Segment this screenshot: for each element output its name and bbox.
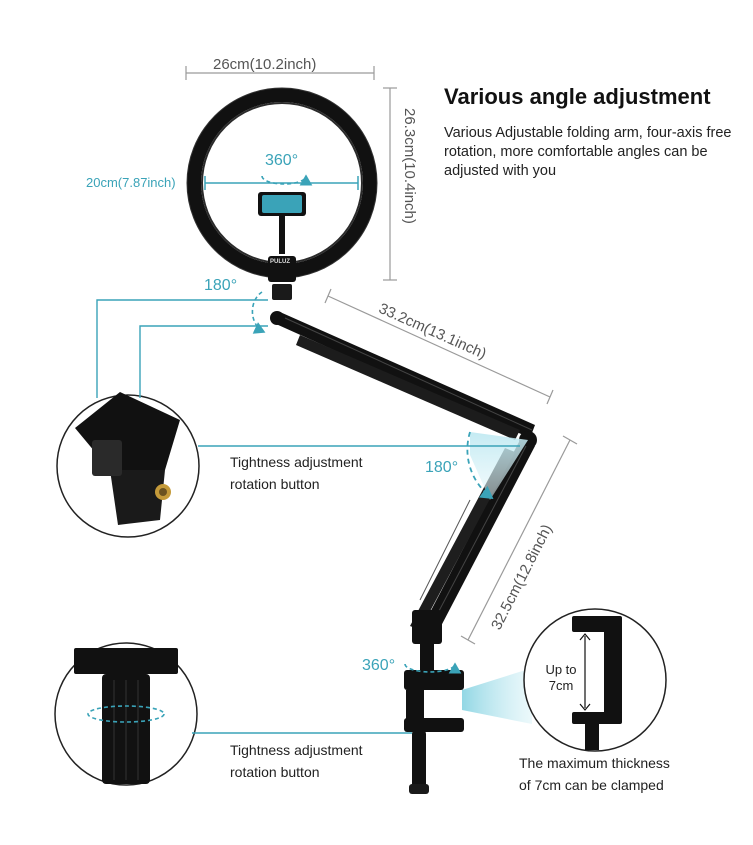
ring-width-label: 26cm(10.2inch) xyxy=(213,56,317,73)
tightness-caption-1-line2: rotation button xyxy=(230,476,320,492)
ring-joint-rotation-label: 180° xyxy=(204,277,238,294)
ring-width-dimension xyxy=(185,66,375,80)
tightness-caption-2-line1: Tightness adjustment xyxy=(230,742,363,758)
knob-detail-circle xyxy=(56,392,200,538)
ring-height-dimension xyxy=(383,87,397,281)
clamp-detail-beam xyxy=(462,668,532,724)
elbow-rotation-label: 180° xyxy=(425,459,459,476)
clamp-caption-line1: The maximum thickness xyxy=(519,755,670,771)
base-knob-detail-circle xyxy=(54,642,198,786)
elbow-rotation-highlight xyxy=(466,431,528,500)
lower-arm-dimension xyxy=(460,435,578,645)
knob-connector-lines xyxy=(96,299,520,447)
clamp-detail-circle xyxy=(523,608,667,752)
ring-height-label: 26.3cm(10.4inch) xyxy=(401,108,418,224)
tightness-caption-1-line1: Tightness adjustment xyxy=(230,454,363,470)
ring-joint-rotation-arc xyxy=(251,291,266,334)
ring-light xyxy=(186,87,378,300)
page-title: Various angle adjustment xyxy=(444,84,711,109)
page-description: Various Adjustable folding arm, four-axi… xyxy=(444,125,732,179)
brand-logo: PULUZ xyxy=(270,259,290,265)
desk-clamp xyxy=(404,662,464,794)
tightness-caption-2-line2: rotation button xyxy=(230,764,320,780)
clamp-caption-line2: of 7cm can be clamped xyxy=(519,777,664,793)
clamp-thickness-label: Up to 7cm xyxy=(545,662,577,693)
holder-rotation-label: 360° xyxy=(265,152,299,169)
upper-arm-dimension xyxy=(324,288,554,405)
inner-diameter-label: 20cm(7.87inch) xyxy=(86,175,176,190)
base-rotation-label: 360° xyxy=(362,657,396,674)
